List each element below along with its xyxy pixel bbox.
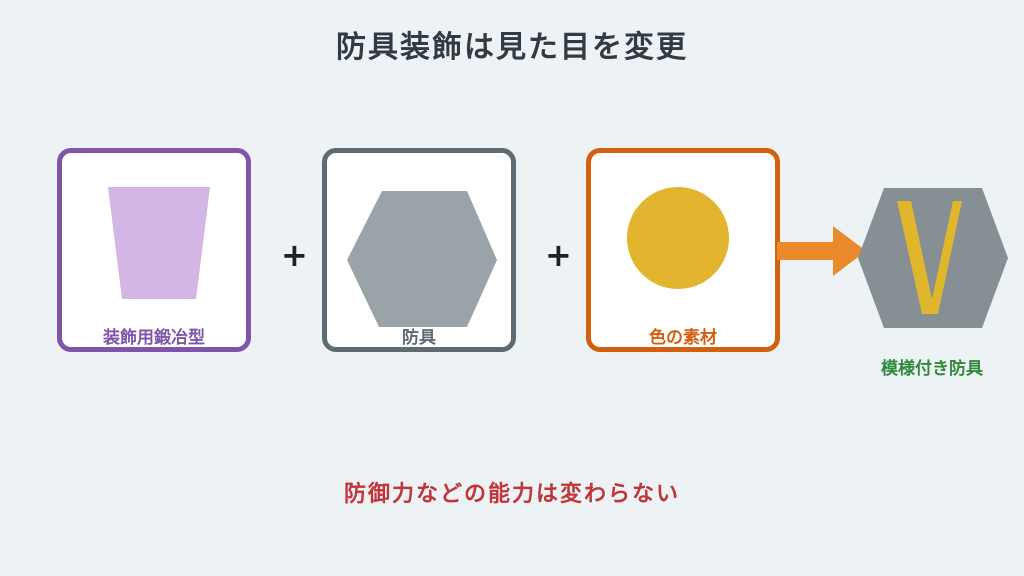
- card-label-armor: 防具: [402, 328, 436, 348]
- plus-operator-2: +: [545, 236, 572, 274]
- result-label: 模様付き防具: [881, 359, 983, 379]
- page-title: 防具装飾は見た目を変更: [336, 30, 688, 65]
- card-armor: 防具: [322, 148, 516, 352]
- plus-operator-1: +: [281, 236, 308, 274]
- card-label-smithing-template: 装飾用鍛冶型: [103, 328, 205, 348]
- mold-trapezoid-icon: [108, 187, 210, 299]
- armor-hexagon-icon: [347, 191, 497, 327]
- color-material-circle-icon: [627, 187, 729, 289]
- card-color-material: 色の素材: [586, 148, 780, 352]
- card-smithing-template: 装飾用鍛冶型: [57, 148, 251, 352]
- card-label-color-material: 色の素材: [649, 328, 717, 348]
- footnote: 防御力などの能力は変わらない: [343, 482, 680, 507]
